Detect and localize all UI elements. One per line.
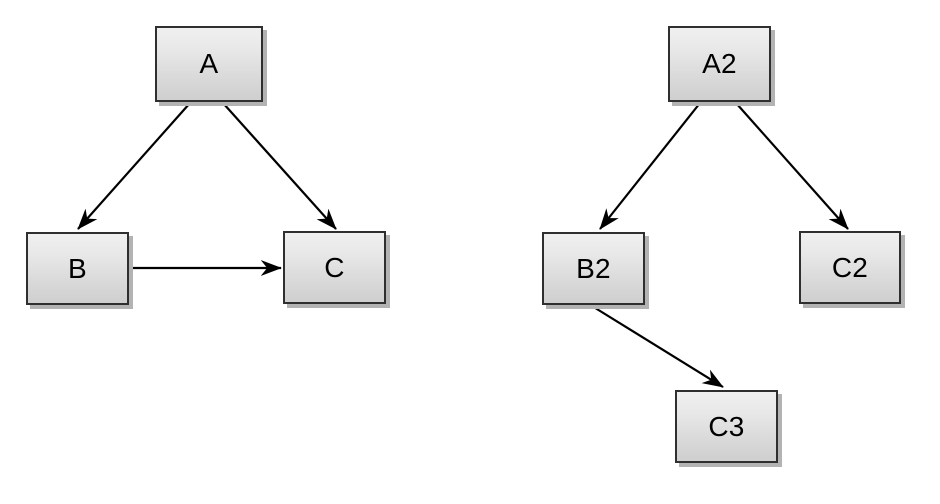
- node-c[interactable]: C: [283, 231, 386, 304]
- node-label: A2: [702, 48, 737, 79]
- node-label: C2: [831, 251, 869, 283]
- edge-a-to-c: [222, 102, 337, 230]
- node-label: A: [199, 48, 219, 79]
- node-b[interactable]: B: [26, 232, 129, 305]
- node-c2[interactable]: C2: [799, 231, 901, 304]
- node-a2[interactable]: A2: [668, 26, 771, 102]
- edge-a2-to-b2: [599, 102, 701, 230]
- node-label: C: [324, 251, 345, 283]
- node-label: B2: [576, 252, 611, 284]
- node-a[interactable]: A: [155, 26, 263, 102]
- edge-b2-to-c3: [591, 305, 724, 388]
- node-label: B: [68, 252, 87, 284]
- node-c3[interactable]: C3: [675, 390, 778, 463]
- edge-a-to-b: [77, 102, 191, 230]
- node-b2[interactable]: B2: [542, 232, 645, 305]
- node-label: C3: [708, 410, 745, 442]
- edge-a2-to-c2: [735, 102, 849, 230]
